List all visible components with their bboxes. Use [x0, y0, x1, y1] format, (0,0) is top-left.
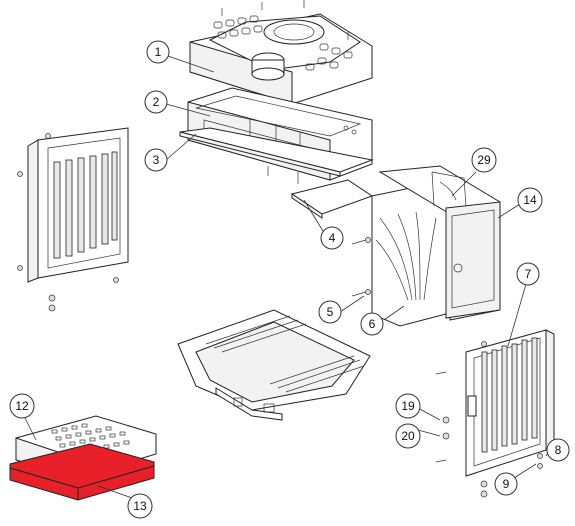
callout-20-label: 20 [401, 429, 415, 443]
left-grate-slots [53, 151, 118, 259]
part-left-side-grate [17, 127, 129, 312]
front-panel-decoration [375, 211, 437, 301]
leader-lines [23, 55, 555, 499]
part-throat-plate [179, 127, 374, 184]
callout-3-label: 3 [153, 153, 160, 167]
callout-8-label: 8 [555, 443, 562, 457]
callout-5: 5 [318, 300, 342, 324]
callout-19: 19 [395, 393, 421, 419]
callout-19-label: 19 [401, 399, 415, 413]
part-front-panel [371, 185, 447, 327]
part-highlighted-base-plate [9, 443, 155, 501]
callout-12: 12 [9, 393, 35, 419]
callout-3: 3 [144, 148, 168, 172]
callout-29-label: 29 [477, 153, 491, 167]
callout-4-label: 4 [329, 231, 336, 245]
callout-8: 8 [546, 438, 570, 462]
callout-20: 20 [395, 423, 421, 449]
callout-13: 13 [127, 493, 153, 519]
callout-12-label: 12 [15, 399, 29, 413]
part-rear-frame [378, 165, 501, 321]
left-grate-screws [17, 133, 119, 312]
callout-29: 29 [471, 147, 497, 173]
loose-screws [351, 237, 450, 463]
callout-6: 6 [360, 312, 384, 336]
right-grate-screws [480, 341, 543, 498]
callout-9: 9 [494, 472, 518, 496]
callout-9-label: 9 [503, 477, 510, 491]
callout-6-label: 6 [369, 317, 376, 331]
callout-1: 1 [146, 40, 170, 64]
callout-7: 7 [516, 262, 540, 286]
callout-2: 2 [144, 90, 168, 114]
callout-2-label: 2 [153, 95, 160, 109]
callout-7-label: 7 [525, 267, 532, 281]
grille-holes [51, 423, 130, 455]
callout-13-label: 13 [133, 499, 147, 513]
part-top-cover [189, 0, 373, 105]
part-right-side-grate [465, 329, 555, 498]
callout-14: 14 [517, 187, 543, 213]
callout-1-label: 1 [155, 45, 162, 59]
callout-4: 4 [320, 226, 344, 250]
base-top-slats [205, 315, 365, 393]
right-grate-slots [481, 337, 538, 453]
callout-14-label: 14 [523, 193, 537, 207]
part-base-tray [177, 309, 371, 421]
callout-5-label: 5 [327, 305, 334, 319]
part-deflector-plate [290, 179, 374, 219]
